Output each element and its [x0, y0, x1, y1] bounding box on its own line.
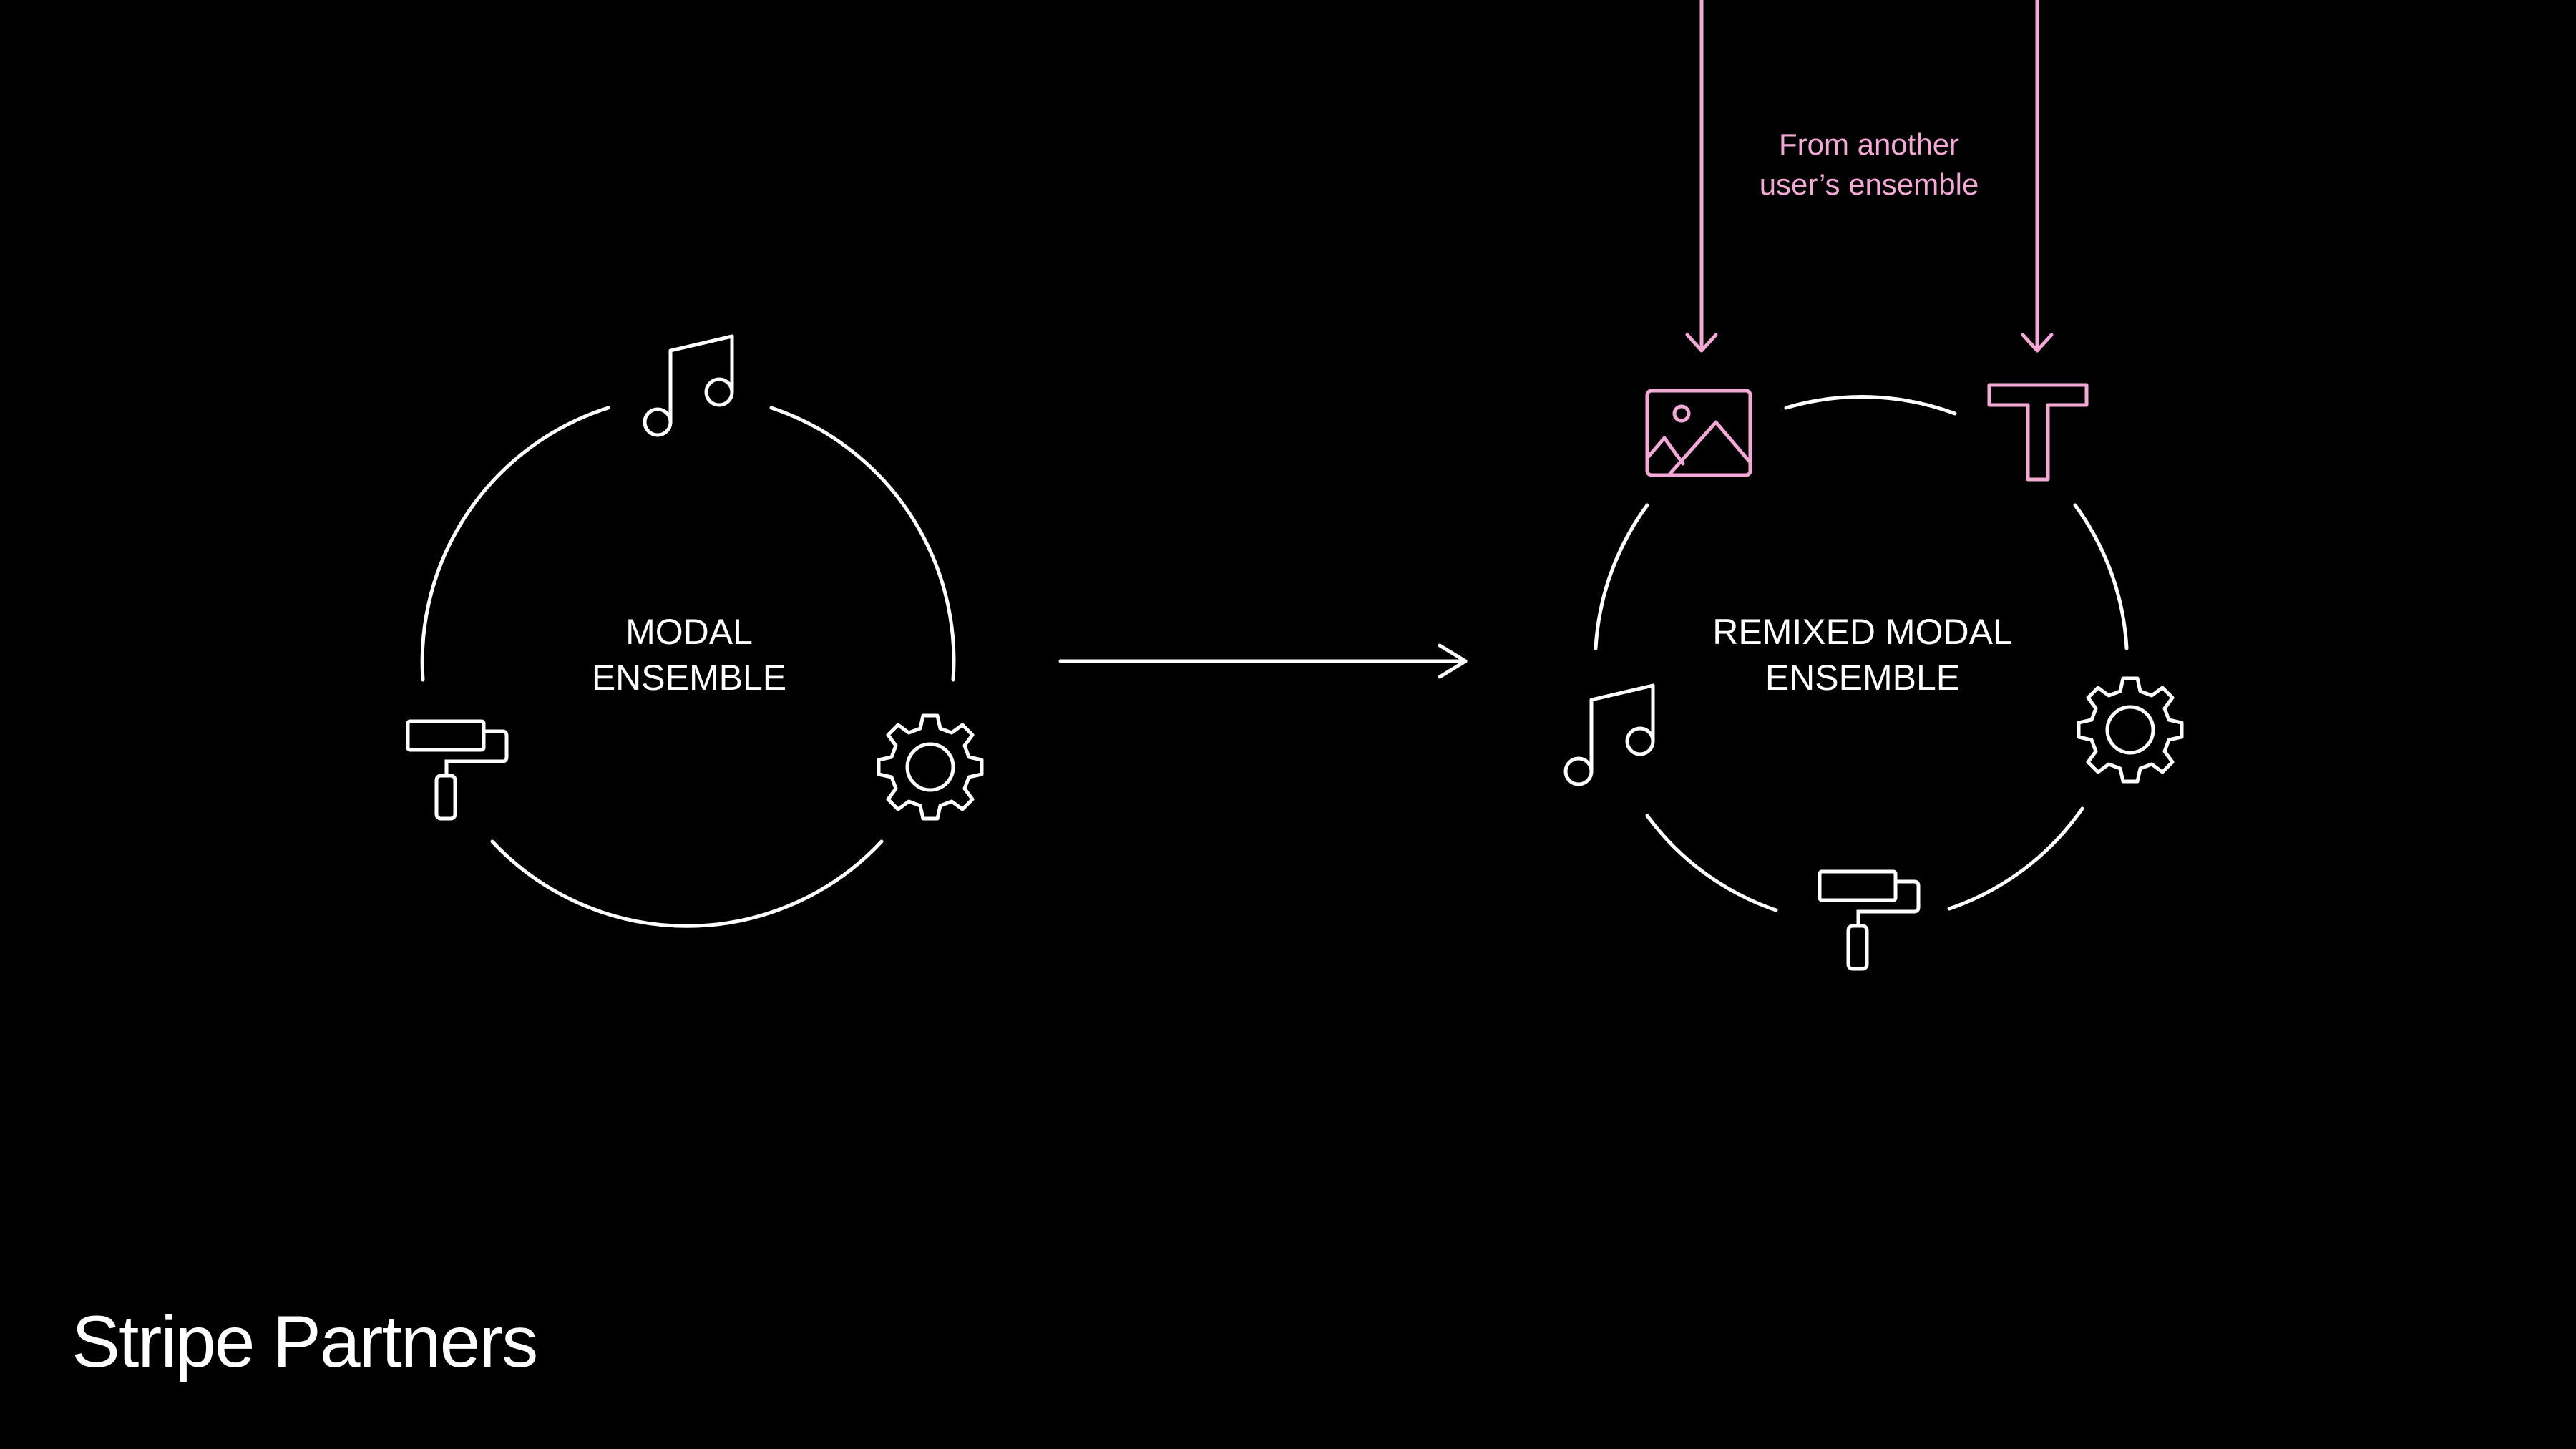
import-arrow-image — [1685, 0, 1718, 353]
image-icon — [1645, 389, 1752, 477]
paint-roller-icon — [1818, 869, 1921, 971]
left-arc-bottom — [490, 839, 884, 928]
paint-roller-icon — [406, 719, 509, 821]
music-note-icon — [643, 334, 734, 437]
import-arrow-text — [2021, 0, 2054, 353]
source-note-line2: user’s ensemble — [1760, 167, 1979, 201]
left-arc-top-right — [769, 406, 956, 682]
right-arc-left — [1594, 503, 1649, 650]
text-t-icon — [1987, 383, 2089, 482]
imported-elements — [1645, 0, 2089, 482]
right-arc-bottom-left — [1645, 814, 1778, 912]
right-arc-right — [2073, 503, 2129, 650]
brand-logo-text: Stripe Partners — [72, 1301, 537, 1382]
transform-arrow — [1058, 643, 1468, 679]
right-ensemble — [1563, 395, 2184, 971]
source-note-line1: From another — [1779, 127, 1959, 161]
right-arc-top — [1784, 395, 1957, 416]
music-note-icon — [1563, 683, 1655, 786]
left-label-line2: ENSEMBLE — [592, 658, 786, 698]
right-label-line2: ENSEMBLE — [1765, 658, 1960, 698]
gear-icon — [877, 713, 984, 821]
left-ensemble — [406, 334, 984, 928]
left-label-line1: MODAL — [625, 612, 753, 652]
gear-icon — [2077, 676, 2184, 784]
right-label-line1: REMIXED MODAL — [1712, 612, 2013, 652]
right-arc-bottom-right — [1947, 806, 2084, 911]
left-arc-top-left — [420, 406, 610, 682]
